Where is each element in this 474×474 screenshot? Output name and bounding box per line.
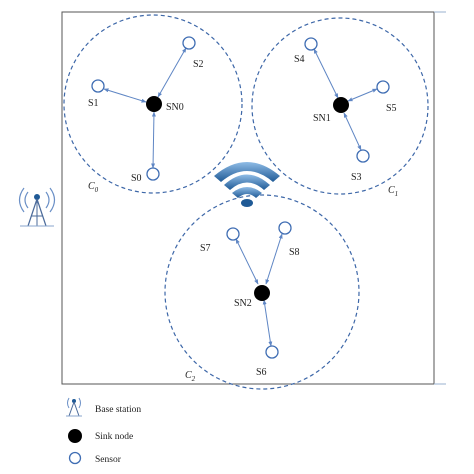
wifi-signal-icon xyxy=(214,162,280,207)
cluster-label: C2 xyxy=(185,370,196,383)
sensor-label: S0 xyxy=(131,173,142,184)
link-s6-sn2 xyxy=(262,299,273,347)
network-area-frame xyxy=(61,11,435,385)
sensor-node xyxy=(304,37,318,51)
cluster-c0 xyxy=(63,14,243,194)
link-s4-sn1 xyxy=(313,48,339,99)
antenna-tower-icon xyxy=(18,187,56,227)
sensor-node xyxy=(226,227,240,241)
sensor-node xyxy=(265,345,279,359)
link-s8-sn2 xyxy=(265,233,283,285)
sensor-node xyxy=(146,167,160,181)
sink-node xyxy=(254,285,270,301)
link-s0-sn0 xyxy=(151,111,156,169)
legend-base-station-label: Base station xyxy=(95,405,141,415)
cluster-label: C1 xyxy=(388,185,398,198)
sensor-label: S5 xyxy=(386,103,397,114)
sensor-node xyxy=(91,79,105,93)
sensor-label: S7 xyxy=(200,243,211,254)
cluster-c1 xyxy=(251,17,429,195)
legend-sensor-label: Sensor xyxy=(95,455,122,465)
sensor-label: S2 xyxy=(193,59,204,70)
legend-sink-node-label: Sink node xyxy=(95,432,133,442)
sink-label: SN0 xyxy=(166,102,184,113)
link-s2-sn0 xyxy=(157,47,187,98)
link-s1-sn0 xyxy=(103,88,147,103)
link-s3-sn1 xyxy=(343,112,362,151)
link-s5-sn1 xyxy=(347,88,378,102)
sensor-label: S3 xyxy=(351,172,362,183)
link-s7-sn2 xyxy=(235,238,259,285)
sensor-label: S8 xyxy=(289,247,300,258)
legend-sensor-marker xyxy=(68,451,82,465)
cluster-c2 xyxy=(164,194,360,390)
sink-node xyxy=(146,96,162,112)
sensor-label: S1 xyxy=(88,98,99,109)
sensor-node xyxy=(356,149,370,163)
sensor-node xyxy=(376,80,390,94)
sensor-label: S4 xyxy=(294,54,305,65)
sensor-node xyxy=(278,221,292,235)
sensor-node xyxy=(182,36,196,50)
sink-node xyxy=(333,97,349,113)
cluster-label: C0 xyxy=(88,181,99,194)
legend: Base station Sink node Sensor xyxy=(66,397,141,465)
sink-label: SN2 xyxy=(234,298,252,309)
sink-label: SN1 xyxy=(313,113,331,124)
sensor-label: S6 xyxy=(256,367,267,378)
legend-sink-node-marker xyxy=(68,429,82,443)
legend-antenna-icon xyxy=(66,397,82,417)
